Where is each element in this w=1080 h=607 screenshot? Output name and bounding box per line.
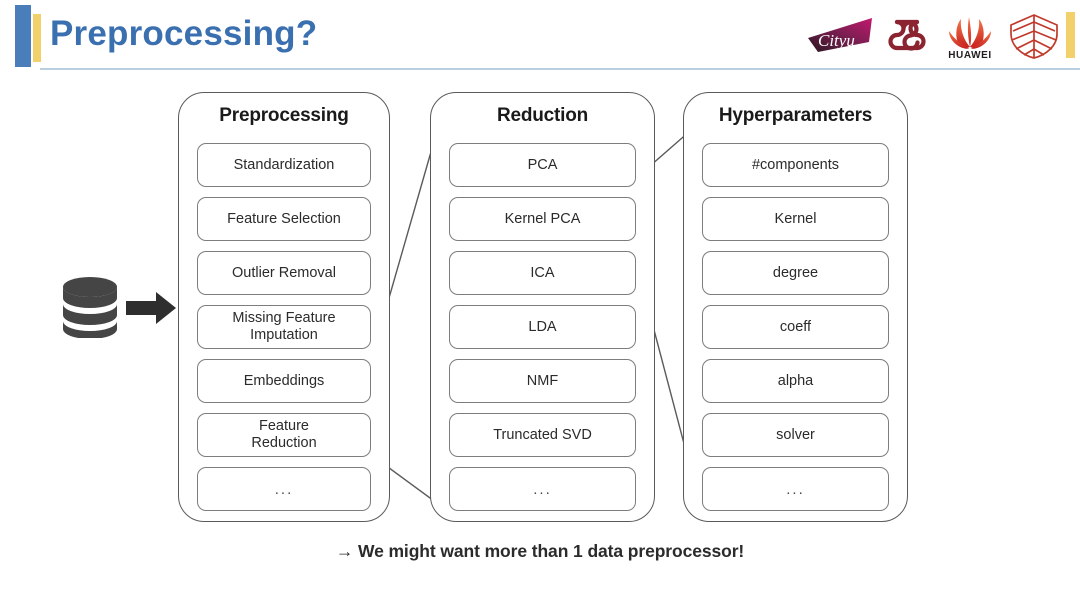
item-more-reduction[interactable]: ...: [449, 467, 636, 511]
item-degree[interactable]: degree: [702, 251, 889, 295]
page-title: Preprocessing?: [50, 14, 318, 53]
knot-logo: [884, 12, 930, 58]
huawei-logo: HUAWEI: [940, 14, 1000, 61]
cityu-logo: Cityu: [806, 16, 878, 56]
panel-preprocessing: Preprocessing Standardization Feature Se…: [178, 92, 390, 522]
item-solver[interactable]: solver: [702, 413, 889, 457]
huawei-wordmark: HUAWEI: [948, 50, 992, 61]
right-arrow-icon: [126, 292, 176, 324]
diagram-area: Preprocessing Standardization Feature Se…: [0, 69, 1080, 607]
panel-items-preprocessing: Standardization Feature Selection Outlie…: [179, 143, 389, 521]
item-nmf[interactable]: NMF: [449, 359, 636, 403]
item-more-hyperparameters[interactable]: ...: [702, 467, 889, 511]
shield-logo: [1008, 12, 1060, 60]
item-kernel-pca[interactable]: Kernel PCA: [449, 197, 636, 241]
item-missing-feature-imputation[interactable]: Missing Feature Imputation: [197, 305, 371, 349]
database-icon: [63, 277, 117, 338]
item-kernel[interactable]: Kernel: [702, 197, 889, 241]
item-pca[interactable]: PCA: [449, 143, 636, 187]
item-coeff[interactable]: coeff: [702, 305, 889, 349]
item-alpha[interactable]: alpha: [702, 359, 889, 403]
header-accent-yellow-bar: [33, 14, 41, 62]
header-divider: [40, 68, 1080, 70]
diagram-caption: → We might want more than 1 data preproc…: [335, 541, 745, 561]
item-feature-selection[interactable]: Feature Selection: [197, 197, 371, 241]
item-standardization[interactable]: Standardization: [197, 143, 371, 187]
header-accent-blue-bar: [15, 5, 31, 67]
slide-header: Preprocessing? Cityu: [0, 0, 1080, 70]
item-feature-reduction[interactable]: Feature Reduction: [197, 413, 371, 457]
item-lda[interactable]: LDA: [449, 305, 636, 349]
svg-text:Cityu: Cityu: [818, 31, 855, 50]
panel-items-reduction: PCA Kernel PCA ICA LDA NMF Truncated SVD…: [431, 143, 654, 521]
item-components[interactable]: #components: [702, 143, 889, 187]
item-ica[interactable]: ICA: [449, 251, 636, 295]
panel-title-preprocessing: Preprocessing: [219, 105, 349, 126]
panel-title-hyperparameters: Hyperparameters: [718, 105, 873, 126]
item-outlier-removal[interactable]: Outlier Removal: [197, 251, 371, 295]
item-more-preprocessing[interactable]: ...: [197, 467, 371, 511]
panel-title-reduction: Reduction: [496, 105, 589, 126]
item-truncated-svd[interactable]: Truncated SVD: [449, 413, 636, 457]
panel-items-hyperparameters: #components Kernel degree coeff alpha so…: [684, 143, 907, 521]
item-embeddings[interactable]: Embeddings: [197, 359, 371, 403]
panel-reduction: Reduction PCA Kernel PCA ICA LDA NMF Tru…: [430, 92, 655, 522]
header-accent-yellow-bar-right: [1066, 12, 1075, 58]
panel-hyperparameters: Hyperparameters #components Kernel degre…: [683, 92, 908, 522]
